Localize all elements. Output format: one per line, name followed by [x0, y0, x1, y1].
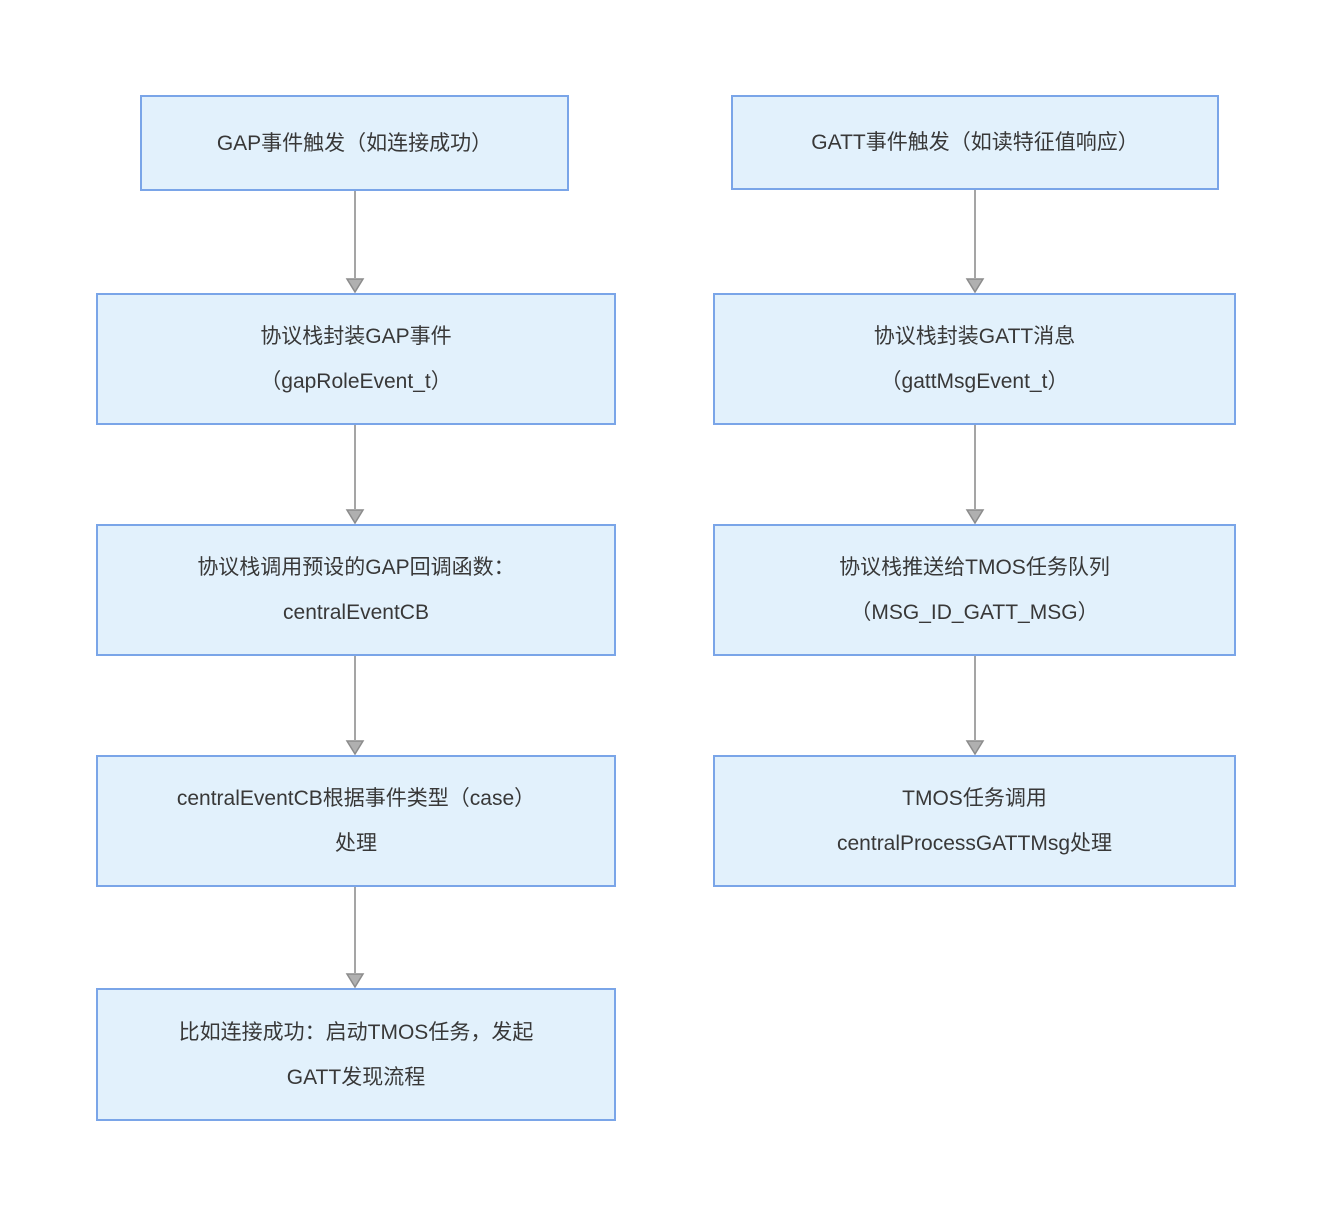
arrow-head-icon: [345, 740, 365, 755]
node-gatt-tmos-process: TMOS任务调用 centralProcessGATTMsg处理: [713, 755, 1236, 887]
arrow-shaft: [354, 887, 356, 973]
arrow-head-icon: [965, 278, 985, 293]
node-gatt-stack-wrap-message: 协议栈封装GATT消息 （gattMsgEvent_t）: [713, 293, 1236, 425]
arrow-shaft: [354, 191, 356, 278]
arrow-head-icon: [345, 278, 365, 293]
arrow-down-icon: [345, 425, 365, 524]
node-text: GATT发现流程: [286, 1065, 426, 1089]
node-text: （gattMsgEvent_t）: [880, 370, 1069, 393]
node-text: centralProcessGATTMsg处理: [837, 832, 1112, 855]
node-text: centralEventCB根据事件类型（case）: [176, 787, 536, 810]
node-text: TMOS任务调用: [902, 787, 1047, 810]
arrow-shaft: [354, 425, 356, 509]
arrow-head-icon: [345, 509, 365, 524]
node-text: centralEventCB: [283, 601, 429, 624]
node-text: （MSG_ID_GATT_MSG）: [850, 601, 1099, 624]
arrow-head-icon: [345, 973, 365, 988]
node-gatt-event-trigger: GATT事件触发（如读特征值响应）: [731, 95, 1219, 190]
arrow-down-icon: [345, 191, 365, 293]
node-text: 比如连接成功：启动TMOS任务，发起: [178, 1020, 534, 1044]
node-text: 协议栈推送给TMOS任务队列: [839, 556, 1110, 579]
arrow-shaft: [974, 656, 976, 740]
node-gap-callback-invoke: 协议栈调用预设的GAP回调函数： centralEventCB: [96, 524, 616, 656]
node-gap-connect-success-action: 比如连接成功：启动TMOS任务，发起 GATT发现流程: [96, 988, 616, 1121]
arrow-down-icon: [965, 656, 985, 755]
arrow-down-icon: [965, 190, 985, 293]
arrow-head-icon: [965, 509, 985, 524]
arrow-down-icon: [345, 656, 365, 755]
arrow-shaft: [974, 425, 976, 509]
arrow-shaft: [974, 190, 976, 278]
node-text: GAP事件触发（如连接成功）: [216, 131, 493, 155]
node-gap-case-handling: centralEventCB根据事件类型（case） 处理: [96, 755, 616, 887]
node-gap-stack-wrap-event: 协议栈封装GAP事件 （gapRoleEvent_t）: [96, 293, 616, 425]
node-gap-event-trigger: GAP事件触发（如连接成功）: [140, 95, 569, 191]
node-text: 协议栈调用预设的GAP回调函数：: [197, 556, 515, 579]
arrow-head-icon: [965, 740, 985, 755]
node-gatt-push-tmos-queue: 协议栈推送给TMOS任务队列 （MSG_ID_GATT_MSG）: [713, 524, 1236, 656]
node-text: 协议栈封装GATT消息: [873, 325, 1076, 348]
node-text: 处理: [335, 832, 377, 855]
node-text: （gapRoleEvent_t）: [260, 370, 452, 393]
arrow-shaft: [354, 656, 356, 740]
node-text: 协议栈封装GAP事件: [260, 325, 452, 348]
node-text: GATT事件触发（如读特征值响应）: [811, 131, 1139, 154]
arrow-down-icon: [965, 425, 985, 524]
arrow-down-icon: [345, 887, 365, 988]
